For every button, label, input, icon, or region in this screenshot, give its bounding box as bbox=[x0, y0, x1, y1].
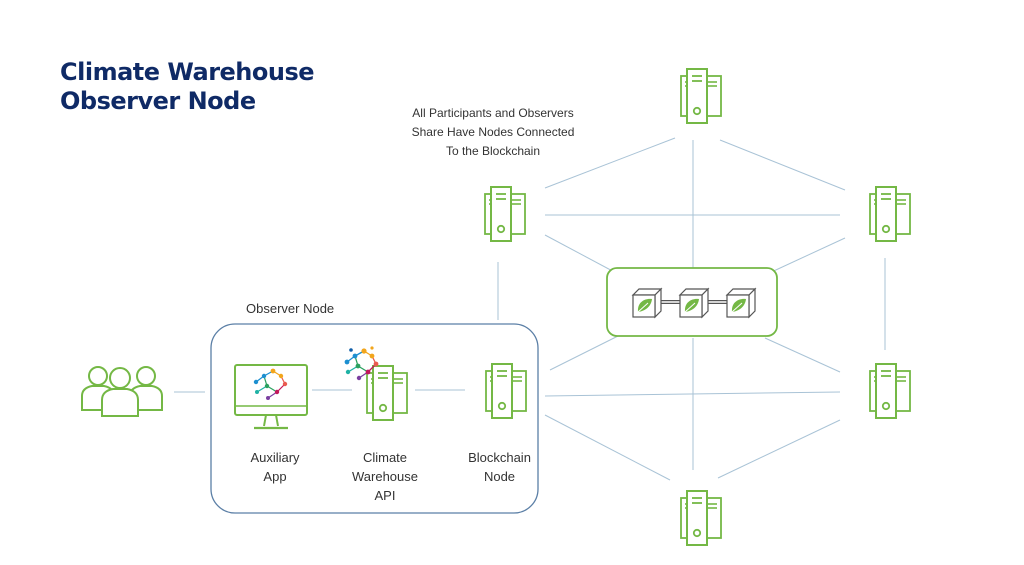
page-title: Climate Warehouse Observer Node bbox=[60, 58, 315, 116]
auxiliary-app-label-line-2: App bbox=[263, 469, 287, 484]
monitor-icon bbox=[234, 364, 308, 430]
auxiliary-app-label-line-1: Auxiliary bbox=[250, 450, 300, 465]
network-annotation: All Participants and Observers Share Hav… bbox=[388, 104, 598, 161]
blockchain-node-label-line-1: Blockchain bbox=[468, 450, 531, 465]
server-icon-lower-right bbox=[869, 363, 911, 419]
auxiliary-app-label: Auxiliary App bbox=[235, 448, 315, 486]
observer-node-group-label: Observer Node bbox=[246, 301, 335, 316]
users-group-icon bbox=[81, 366, 163, 417]
blockchain-node-server-icon bbox=[485, 363, 527, 419]
server-icon-bottom bbox=[680, 490, 722, 546]
climate-warehouse-logo-icon bbox=[344, 346, 379, 381]
blockchain-icon bbox=[606, 267, 778, 337]
connection-lines bbox=[174, 137, 886, 481]
climate-warehouse-api-label-line-2: Warehouse bbox=[352, 469, 418, 484]
server-icon-upper-right bbox=[869, 186, 911, 242]
climate-warehouse-api-label-line-1: Climate bbox=[362, 450, 408, 465]
climate-warehouse-api-label: Climate Warehouse API bbox=[340, 448, 430, 505]
climate-warehouse-api-server-icon bbox=[366, 365, 408, 421]
page-title-line-2: Observer Node bbox=[60, 87, 256, 115]
server-icon-upper-left bbox=[484, 186, 526, 242]
annotation-line-2: Share Have Nodes Connected bbox=[411, 125, 575, 139]
annotation-line-3: To the Blockchain bbox=[445, 144, 541, 158]
blockchain-node-label: Blockchain Node bbox=[457, 448, 542, 486]
server-icon-top bbox=[680, 68, 722, 124]
page-title-line-1: Climate Warehouse bbox=[60, 58, 315, 86]
climate-warehouse-api-label-line-3: API bbox=[374, 488, 396, 503]
annotation-line-1: All Participants and Observers bbox=[412, 106, 574, 120]
blockchain-node-label-line-2: Node bbox=[483, 469, 516, 484]
observer-node-group bbox=[210, 323, 539, 514]
